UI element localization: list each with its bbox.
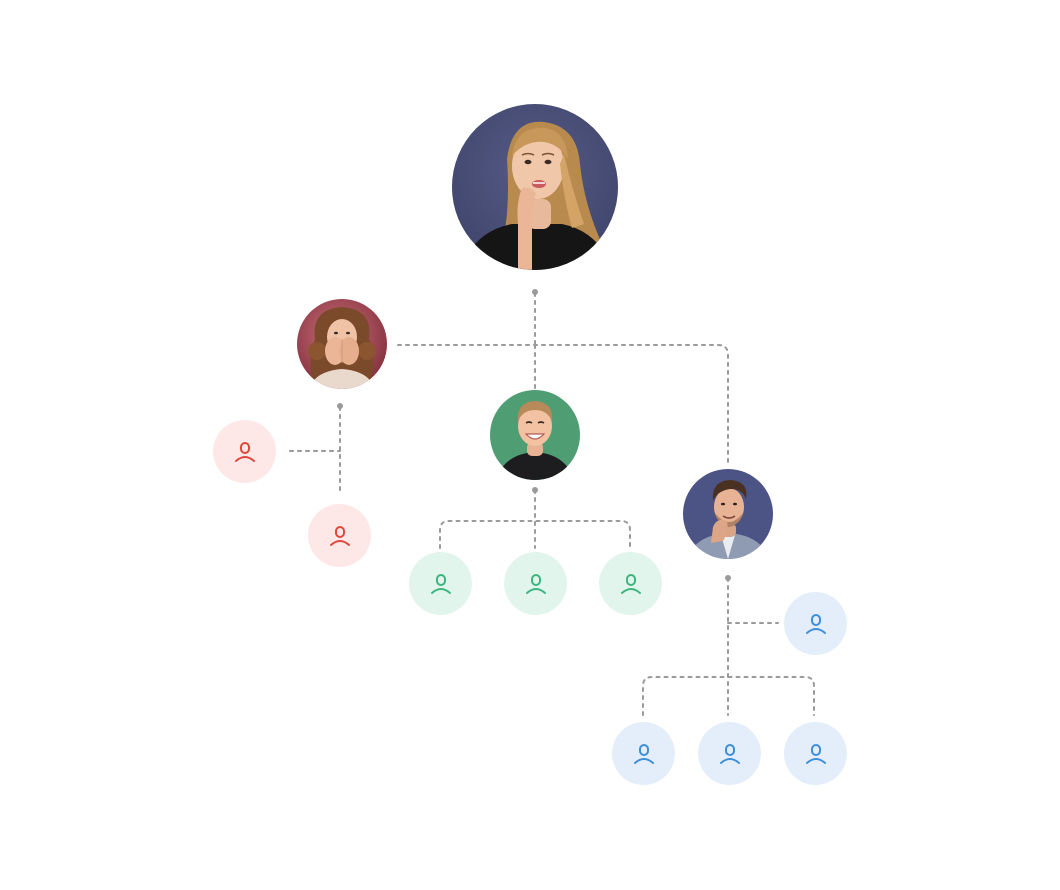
user-icon <box>329 525 350 546</box>
connector-dot-left <box>337 403 343 409</box>
man-thinking-portrait <box>683 469 773 559</box>
user-icon <box>805 613 826 634</box>
center-manager-avatar[interactable] <box>490 390 580 480</box>
man-smiling-portrait <box>490 390 580 480</box>
right-manager-avatar[interactable] <box>683 469 773 559</box>
user-icon <box>620 573 641 594</box>
connector-bus <box>397 344 729 463</box>
connector-dot-root <box>532 289 538 295</box>
user-icon <box>525 573 546 594</box>
connector-dot-right <box>725 575 731 581</box>
connector-right-bus <box>642 676 815 716</box>
user-icon <box>719 743 740 764</box>
placeholder-user-green-2[interactable] <box>504 552 567 615</box>
root-avatar[interactable] <box>452 104 618 270</box>
connector-dot-center <box>532 487 538 493</box>
user-icon <box>805 743 826 764</box>
placeholder-user-red-2[interactable] <box>308 504 371 567</box>
user-icon <box>430 573 451 594</box>
connector-center-bus <box>439 520 631 549</box>
placeholder-user-blue-3[interactable] <box>698 722 761 785</box>
placeholder-user-blue-4[interactable] <box>784 722 847 785</box>
woman-thinking-portrait <box>452 104 618 270</box>
user-icon <box>633 743 654 764</box>
woman-covering-mouth-portrait <box>297 299 387 389</box>
placeholder-user-red-1[interactable] <box>213 420 276 483</box>
placeholder-user-green-3[interactable] <box>599 552 662 615</box>
placeholder-user-green-1[interactable] <box>409 552 472 615</box>
user-icon <box>234 441 255 462</box>
placeholder-user-blue-1[interactable] <box>784 592 847 655</box>
left-manager-avatar[interactable] <box>297 299 387 389</box>
placeholder-user-blue-2[interactable] <box>612 722 675 785</box>
